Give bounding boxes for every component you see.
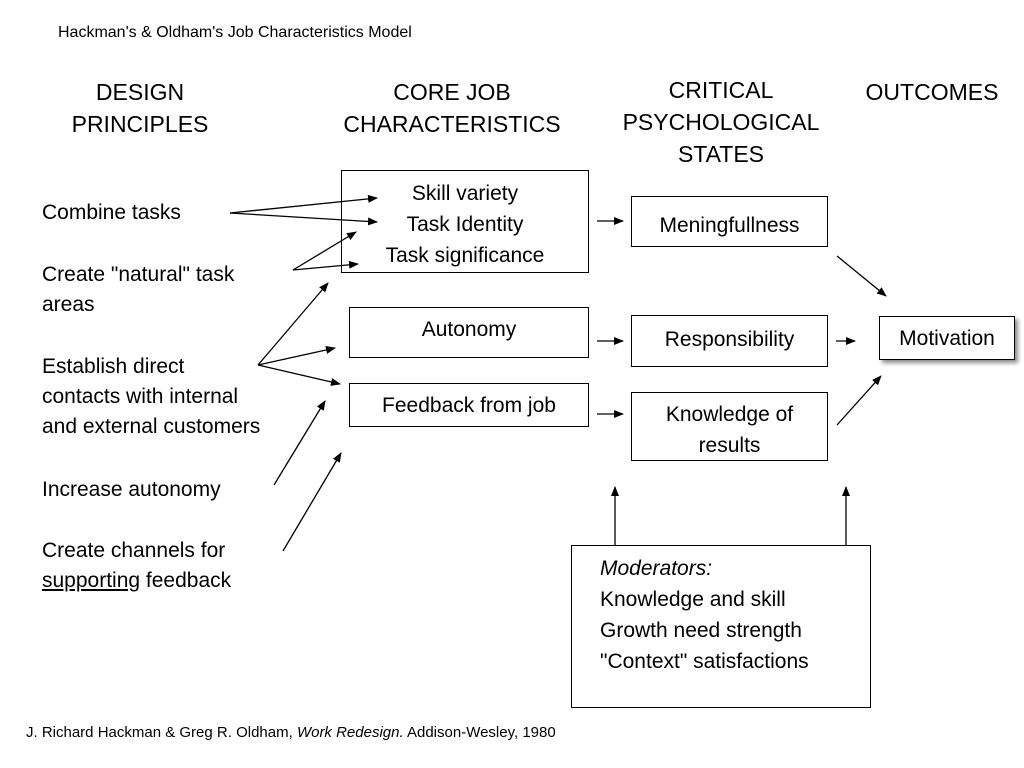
arrow-contacts-to-skill-box	[257, 282, 329, 366]
characteristic-skill-variety: Skill variety	[411, 182, 519, 205]
header-line: CHARACTERISTICS	[343, 111, 561, 137]
box-autonomy: Autonomy	[349, 307, 589, 358]
arrow-natural-to-task-identity	[292, 231, 357, 271]
principle-natural-task-areas: Create "natural" task areas	[42, 260, 234, 320]
moderator-item: "Context" satisfactions	[600, 650, 809, 673]
principle-line: Create "natural" task	[42, 263, 235, 286]
box-responsibility: Responsibility	[631, 315, 828, 367]
header-line: PRINCIPLES	[71, 111, 209, 137]
header-core-job-characteristics: CORE JOB CHARACTERISTICS	[310, 76, 594, 140]
box-feedback-from-job: Feedback from job	[349, 383, 589, 427]
citation-authors: J. Richard Hackman & Greg R. Oldham,	[26, 724, 297, 741]
principle-line-rest: feedback	[140, 569, 232, 592]
header-line: DESIGN	[95, 79, 185, 105]
principle-direct-contacts: Establish direct contacts with internal …	[42, 352, 260, 442]
characteristic-autonomy: Autonomy	[421, 318, 517, 341]
principle-line: and external customers	[42, 415, 261, 438]
arrow-contacts-to-autonomy	[257, 346, 336, 366]
page-title: Hackman's & Oldham's Job Characteristics…	[58, 24, 412, 41]
arrow-natural-to-task-significance	[292, 260, 359, 271]
outcome-motivation: Motivation	[899, 327, 995, 350]
header-line: PSYCHOLOGICAL	[622, 109, 820, 135]
arrow-meaningfulness-to-motivation	[836, 255, 887, 297]
principle-feedback-channels: Create channels for supporting feedback	[42, 536, 231, 596]
arrow-contacts-to-feedback	[257, 364, 341, 386]
state-knowledge-line: Knowledge of	[665, 403, 794, 426]
state-meaningfulness: Meningfullness	[659, 214, 800, 237]
principle-line: contacts with internal	[42, 385, 239, 408]
moderators-label: Moderators:	[600, 557, 713, 580]
citation-footnote: J. Richard Hackman & Greg R. Oldham, Wor…	[26, 724, 556, 741]
box-meaningfulness: Meningfullness	[631, 196, 828, 247]
moderator-item: Knowledge and skill	[600, 588, 786, 611]
principle-line: Create channels for	[42, 539, 226, 562]
arrow-knowledge-to-motivation	[836, 375, 882, 426]
citation-publisher: Addison-Wesley, 1980	[403, 724, 556, 741]
arrow-autonomy-principle-to-feedback	[273, 400, 326, 486]
characteristic-feedback: Feedback from job	[382, 394, 556, 417]
characteristic-task-identity: Task Identity	[406, 213, 524, 236]
principle-line: Establish direct	[42, 355, 185, 378]
characteristic-task-significance: Task significance	[385, 244, 545, 267]
box-moderators: Moderators: Knowledge and skill Growth n…	[571, 545, 871, 708]
header-line: CORE JOB	[393, 79, 511, 105]
box-skill-variety-identity-significance: Skill variety Task Identity Task signifi…	[341, 170, 589, 273]
arrow-combine-to-task-identity	[229, 212, 378, 226]
header-line: OUTCOMES	[865, 79, 999, 105]
header-critical-psychological-states: CRITICAL PSYCHOLOGICAL STATES	[592, 74, 850, 170]
box-knowledge-of-results: Knowledge of results	[631, 392, 828, 461]
header-line: CRITICAL	[668, 77, 774, 103]
state-responsibility: Responsibility	[664, 328, 795, 351]
header-design-principles: DESIGN PRINCIPLES	[40, 76, 240, 140]
header-line: STATES	[677, 141, 765, 167]
underlined-word: supporting	[42, 569, 141, 592]
principle-combine-tasks: Combine tasks	[42, 201, 181, 224]
arrow-channels-to-feedback	[282, 452, 342, 552]
principle-increase-autonomy: Increase autonomy	[42, 478, 221, 501]
state-knowledge-line: results	[698, 434, 761, 457]
principle-line: supporting feedback	[42, 566, 231, 596]
box-motivation: Motivation	[879, 316, 1015, 360]
principle-line: areas	[42, 293, 95, 316]
header-outcomes: OUTCOMES	[840, 76, 1024, 108]
citation-work: Work Redesign.	[296, 724, 404, 741]
arrow-combine-to-skill-variety	[229, 194, 378, 214]
moderator-item: Growth need strength	[600, 619, 802, 642]
